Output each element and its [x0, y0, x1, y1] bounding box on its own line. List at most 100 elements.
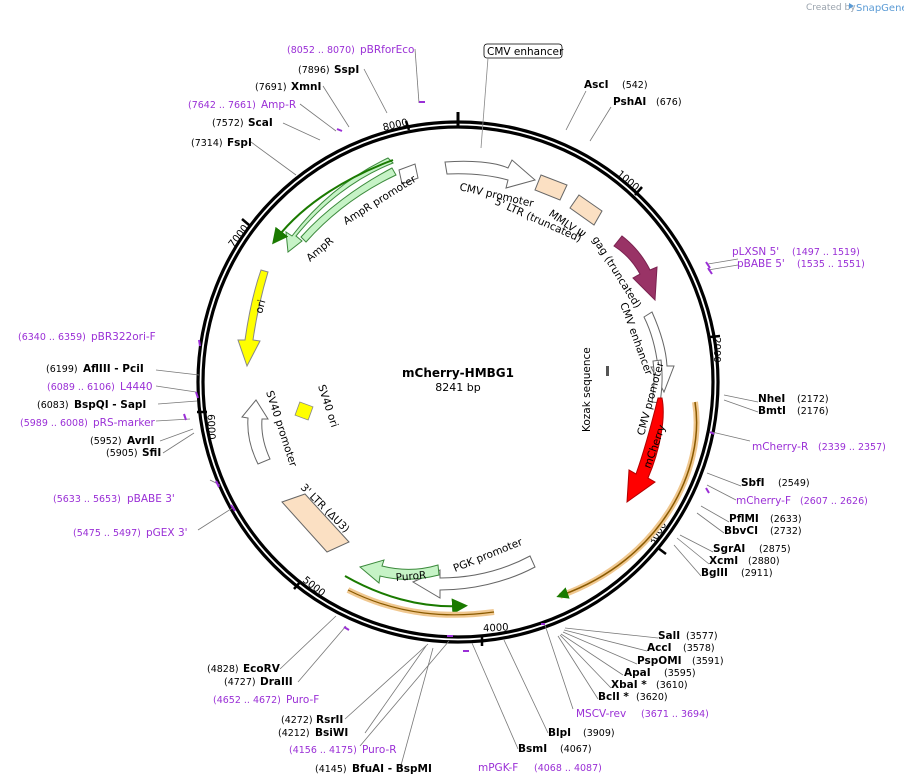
- site-sali[interactable]: SalI(3577): [658, 630, 718, 642]
- site-ecorv[interactable]: (4828)EcoRV: [207, 663, 281, 675]
- feature-label: Kozak sequence: [581, 347, 593, 432]
- primer-pbr322ori-f[interactable]: (6340 .. 6359)pBR322ori-F: [18, 331, 201, 347]
- site-bcli[interactable]: BclI *(3620): [598, 691, 668, 703]
- primer-pos: (2339 .. 2357): [818, 442, 886, 453]
- site-name: FspI: [227, 137, 252, 149]
- feature-kozak[interactable]: Kozak sequence: [581, 347, 609, 432]
- site-apai[interactable]: ApaI(3595): [624, 667, 696, 679]
- site-sspi[interactable]: (7896)SspI: [298, 64, 359, 76]
- plasmid-size: 8241 bp: [435, 381, 480, 394]
- site-xbai[interactable]: XbaI *(3610): [611, 679, 688, 691]
- site-pflmi[interactable]: PflMI(2633): [729, 513, 802, 525]
- site-scai[interactable]: (7572)ScaI: [212, 117, 273, 129]
- primer-prs-marker[interactable]: (5989 .. 6008)pRS-marker: [20, 413, 187, 429]
- feature-sv40-ori[interactable]: SV40 ori: [294, 383, 340, 429]
- primer-name: mCherry-F: [736, 495, 791, 507]
- primer-name: mCherry-R: [752, 441, 808, 453]
- primer-name: Amp-R: [261, 99, 296, 111]
- site-xmni[interactable]: (7691)XmnI: [255, 81, 321, 93]
- mcherry-orf-arrow: [556, 401, 698, 599]
- site-sbfi[interactable]: SbfI(2549): [741, 477, 810, 489]
- site-afliii-pcii[interactable]: (6199)AflIII - PciI: [46, 363, 144, 375]
- primer-pbrforeco[interactable]: (8052 .. 8070)pBRforEco: [287, 44, 425, 103]
- leader-lines: [155, 48, 759, 770]
- site-bsiwi[interactable]: (4212)BsiWI: [278, 727, 348, 739]
- primer-pgex3[interactable]: (5475 .. 5497)pGEX 3': [73, 504, 236, 539]
- site-pspomi[interactable]: PspOMI (3591): [637, 655, 724, 667]
- site-name: AccI: [647, 642, 671, 654]
- feature-ori[interactable]: ori: [237, 269, 269, 368]
- plasmid-name: mCherry-HMBG1: [402, 366, 514, 380]
- feature-label: SV40 ori: [315, 383, 340, 429]
- primer-mcherry-f[interactable]: mCherry-F(2607 .. 2626): [705, 487, 868, 507]
- site-name: ApaI: [624, 667, 651, 679]
- site-bfuai-bspmi[interactable]: (4145) BfuAI - BspMI: [315, 763, 432, 775]
- site-name: BfuAI - BspMI: [352, 763, 432, 775]
- site-pos: (4272): [281, 715, 313, 726]
- feature-sv40-promoter[interactable]: SV40 promoter: [241, 389, 299, 469]
- primer-mcherry-r[interactable]: mCherry-R (2339 .. 2357): [709, 431, 886, 453]
- site-bglii[interactable]: BglII(2911): [701, 567, 773, 579]
- primer-pbabe3[interactable]: (5633 .. 5653) pBABE 3': [53, 480, 220, 505]
- primer-name: pBABE 3': [127, 493, 175, 505]
- site-blpi[interactable]: BlpI(3909): [548, 727, 615, 739]
- site-pos: (3909): [583, 728, 615, 739]
- site-bspqi-sapi[interactable]: (6083)BspQI - SapI: [37, 399, 146, 411]
- primer-pos: (5989 .. 6008): [20, 418, 88, 429]
- sv40-ori-box-icon: [294, 401, 314, 421]
- primer-pos: (5633 .. 5653): [53, 494, 121, 505]
- boxed-feature-label[interactable]: CMV enhancer: [480, 43, 564, 149]
- site-xcmi[interactable]: XcmI(2880): [709, 555, 780, 567]
- site-acci[interactable]: AccI(3578): [647, 642, 715, 654]
- primer-pos: (1497 .. 1519): [792, 247, 860, 258]
- feature-gag[interactable]: gag (truncated): [589, 234, 658, 311]
- site-nhei[interactable]: NheI(2172): [758, 393, 829, 405]
- puror-orf-arrow: [344, 575, 468, 615]
- site-pos: (5905): [106, 448, 138, 459]
- site-avrii[interactable]: (5952)AvrII: [90, 435, 155, 447]
- primer-pos: (5475 .. 5497): [73, 528, 141, 539]
- primer-pos: (1535 .. 1551): [797, 259, 865, 270]
- tick-marks: [197, 120, 721, 646]
- site-rsrii[interactable]: (4272)RsrII: [281, 714, 343, 726]
- boxed-feature-text: CMV enhancer: [487, 46, 564, 58]
- feature-cmv-enhancer[interactable]: CMV enhancer: [617, 301, 675, 394]
- feature-mmlv-psi[interactable]: MMLV Ψ: [546, 194, 603, 241]
- site-pos: (7314): [191, 138, 223, 149]
- primer-amp-r[interactable]: (7642 .. 7661) Amp-R: [188, 99, 343, 132]
- site-bmti[interactable]: BmtI(2176): [758, 405, 829, 417]
- primer-mpgk-f[interactable]: mPGK-F(4068 .. 4087): [463, 650, 602, 774]
- site-draiii[interactable]: (4727)DraIII: [224, 676, 293, 688]
- site-sfii[interactable]: (5905)SfiI: [106, 447, 161, 459]
- site-pos: (4828): [207, 664, 239, 675]
- primer-puro-f[interactable]: (4652 .. 4672) Puro-F: [213, 626, 350, 706]
- primer-name: Puro-R: [362, 744, 397, 756]
- primer-pbabe5[interactable]: pBABE 5'(1535 .. 1551): [707, 258, 865, 275]
- primer-l4440[interactable]: (6089 .. 6106)L4440: [47, 381, 199, 399]
- site-asci[interactable]: AscI(542): [584, 79, 648, 91]
- site-name: NheI: [758, 393, 785, 405]
- credit-text: Created by: [806, 3, 856, 13]
- primer-name: Puro-F: [286, 694, 319, 706]
- primer-puro-r[interactable]: (4156 .. 4175)Puro-R: [289, 635, 453, 756]
- site-fspi[interactable]: (7314) FspI: [191, 137, 252, 149]
- site-pos: (3591): [692, 656, 724, 667]
- primer-plxsn5[interactable]: pLXSN 5'(1497 .. 1519): [705, 246, 860, 269]
- primer-pos: (8052 .. 8070): [287, 45, 355, 56]
- primer-pos: (4652 .. 4672): [213, 695, 281, 706]
- feature-puror[interactable]: PuroR: [358, 559, 440, 584]
- site-sgrai[interactable]: SgrAI(2875): [713, 543, 791, 555]
- site-pos: (6199): [46, 364, 78, 375]
- site-pshai[interactable]: PshAI(676): [613, 96, 682, 108]
- orf-line-bottom: [347, 589, 495, 616]
- site-pos: (4145): [315, 764, 347, 775]
- site-name: BmtI: [758, 405, 786, 417]
- feature-cmv-promoter-top[interactable]: CMV promoter: [444, 159, 537, 210]
- primer-mscv-rev[interactable]: MSCV-rev(3671 .. 3694): [541, 623, 709, 720]
- site-name: PspOMI: [637, 655, 682, 667]
- primer-pos: (7642 .. 7661): [188, 100, 256, 111]
- site-bsmi[interactable]: BsmI(4067): [518, 743, 592, 755]
- feature-3ltr[interactable]: 3' LTR (ΔU3): [281, 482, 352, 553]
- site-bbvci[interactable]: BbvCI(2732): [724, 525, 802, 537]
- primer-labels: (8052 .. 8070)pBRforEco (7642 .. 7661) Am…: [18, 44, 886, 774]
